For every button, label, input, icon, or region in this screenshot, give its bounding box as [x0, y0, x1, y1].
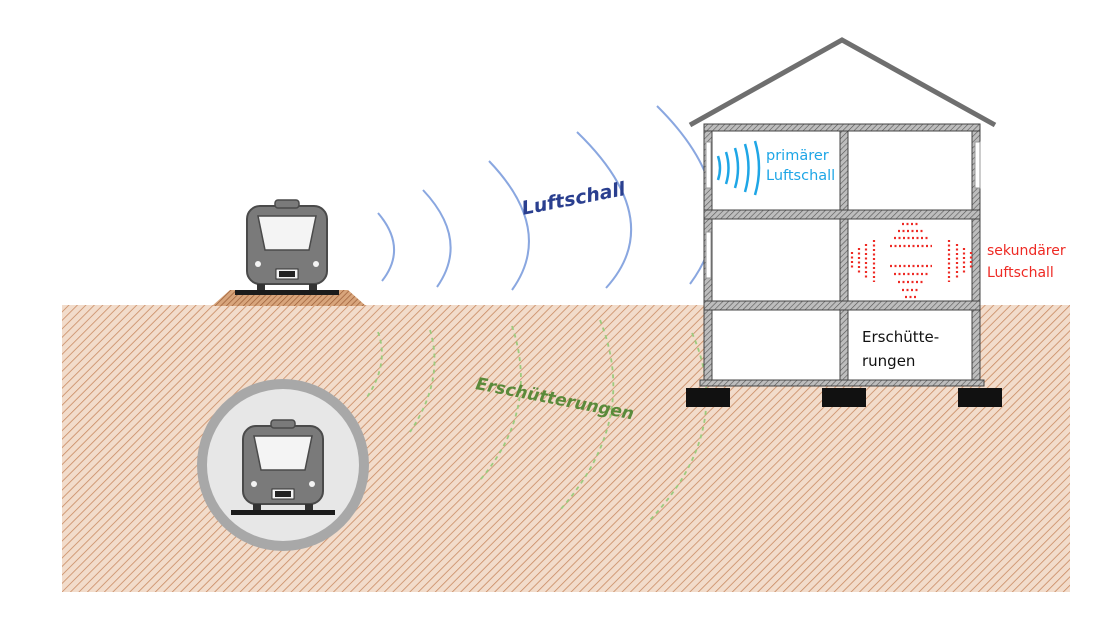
primary-sound-waves [716, 140, 761, 196]
label-secondary-line2: Luftschall [987, 265, 1054, 281]
label-secondary-airborne: sekundärer Luftschall [987, 240, 1066, 284]
foundation [822, 388, 866, 407]
label-room-vibrations: Erschütte- rungen [862, 325, 939, 373]
foundation [958, 388, 1002, 407]
window [705, 141, 712, 189]
house [686, 37, 1002, 407]
window [705, 231, 712, 279]
surface-train [234, 199, 340, 296]
tunnel-train [230, 419, 336, 516]
label-primary-line1: primärer [766, 148, 829, 164]
house-roof [688, 37, 997, 128]
label-primary-airborne: primärer Luftschall [766, 146, 835, 186]
label-room-vib-line1: Erschütte- [862, 328, 940, 346]
secondary-sound-waves [850, 222, 973, 299]
vibration-waves [364, 319, 708, 521]
foundation [686, 388, 730, 407]
label-secondary-line1: sekundärer [987, 243, 1066, 259]
label-primary-line2: Luftschall [766, 168, 836, 184]
window [974, 141, 981, 189]
label-room-vib-line2: rungen [862, 352, 916, 370]
